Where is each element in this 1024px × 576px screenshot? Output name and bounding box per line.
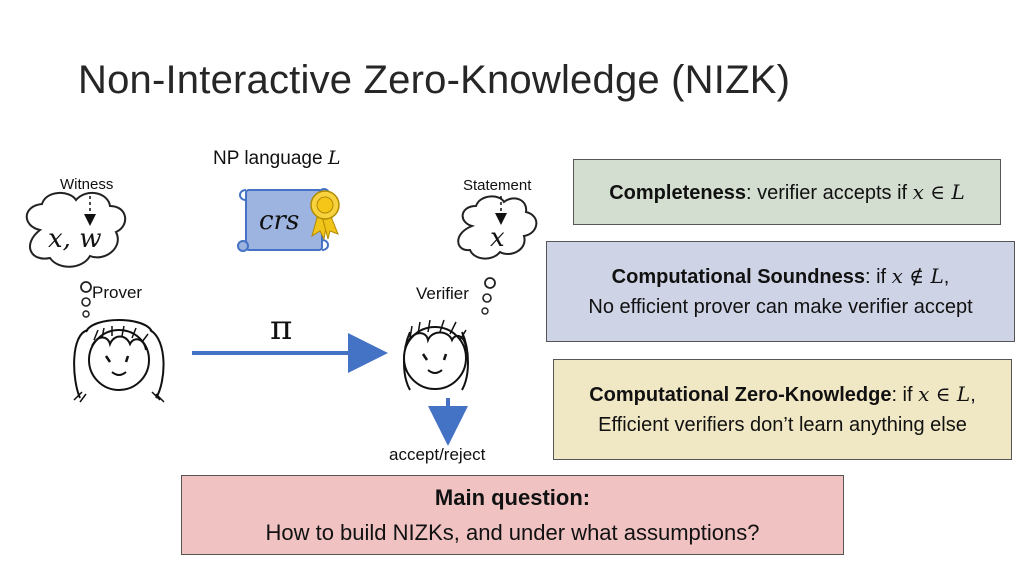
verifier-label: Verifier — [416, 284, 469, 303]
prover-thought-cloud — [25, 191, 126, 318]
main-question-box: Main question: How to build NIZKs, and u… — [181, 475, 844, 555]
soundness-line-1: Computational Soundness: if x ∉ L, — [612, 261, 950, 292]
soundness-name: Computational Soundness — [611, 266, 865, 288]
soundness-condition: x ∉ L — [891, 264, 944, 288]
completeness-condition: x ∈ L — [912, 179, 965, 204]
soundness-box: Computational Soundness: if x ∉ L, No ef… — [546, 241, 1015, 342]
verifier-face — [403, 319, 469, 391]
ribbon-award-icon — [310, 190, 340, 241]
prover-label: Prover — [92, 283, 143, 302]
completeness-text: : verifier accepts if — [745, 181, 913, 204]
zero-knowledge-trailing: , — [970, 384, 976, 406]
completeness-line: Completeness: verifier accepts if x ∈ L — [609, 177, 965, 208]
zero-knowledge-name: Computational Zero-Knowledge — [589, 384, 892, 406]
zero-knowledge-line-2: Efficient verifiers don’t learn anything… — [598, 414, 967, 436]
output-label: accept/reject — [389, 445, 486, 464]
prover-face — [73, 319, 165, 403]
statement-caption: Statement — [463, 177, 532, 194]
zero-knowledge-box: Computational Zero-Knowledge: if x ∈ L, … — [553, 359, 1012, 460]
zero-knowledge-line-1: Computational Zero-Knowledge: if x ∈ L, — [589, 379, 976, 410]
completeness-box: Completeness: verifier accepts if x ∈ L — [573, 159, 1001, 225]
np-language-label: NP language L — [213, 147, 341, 169]
language-symbol: L — [327, 147, 341, 169]
main-question-text: How to build NIZKs, and under what assum… — [265, 520, 760, 545]
soundness-line-2: No efficient prover can make verifier ac… — [588, 296, 973, 318]
witness-caption: Witness — [60, 176, 114, 193]
proof-symbol: π — [270, 308, 293, 348]
witness-text: x, w — [48, 224, 102, 254]
verifier-thought-cloud — [457, 195, 538, 315]
statement-text: x — [490, 223, 505, 253]
main-question-heading: Main question: — [434, 484, 591, 510]
zero-knowledge-text: : if — [891, 384, 919, 406]
slide-title: Non-Interactive Zero-Knowledge (NIZK) — [78, 58, 791, 102]
soundness-trailing: , — [943, 266, 950, 288]
soundness-text: : if — [865, 266, 892, 288]
completeness-name: Completeness — [609, 181, 746, 204]
crs-label: crs — [259, 206, 300, 236]
zero-knowledge-condition: x ∈ L — [918, 382, 971, 406]
